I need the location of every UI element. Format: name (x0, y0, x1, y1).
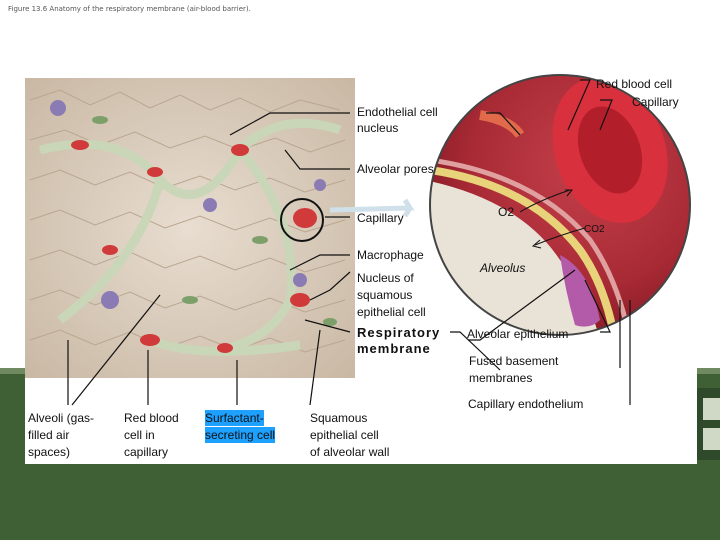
label-alveoli-3: spaces) (28, 445, 71, 459)
label-fused-2: membranes (469, 371, 533, 385)
label-alveoli-2: filled air (28, 428, 70, 442)
label-macrophage: Macrophage (357, 248, 424, 262)
capillary-highlight (280, 198, 324, 242)
label-squamous-3: of alveolar wall (310, 445, 390, 459)
label-capillary: Capillary (357, 211, 404, 225)
label-rbc-capillary-2: cell in (124, 428, 155, 442)
label-co2: CO2 (584, 224, 605, 235)
label-red-blood-cell: Red blood cell (596, 77, 673, 91)
red-blood-cells (71, 140, 317, 353)
zoom-arrow (329, 198, 415, 218)
label-membrane: membrane (357, 341, 431, 356)
label-rbc-capillary-1: Red blood (124, 411, 179, 425)
label-nucleus-2: squamous (357, 288, 413, 302)
label-endothelial-2: nucleus (357, 121, 399, 135)
label-alveolar-epithelium: Alveolar epithelium (467, 327, 569, 341)
label-o2: O2 (498, 205, 515, 219)
gas-exchange-arrows (519, 189, 586, 249)
decoration-block (703, 398, 720, 420)
label-alveolar-pores: Alveolar pores (357, 162, 434, 176)
label-surfactant-2: secreting cell (205, 427, 276, 443)
zoom-circle (429, 74, 691, 336)
label-respiratory: Respiratory (357, 325, 441, 340)
leader-lines (67, 79, 631, 406)
capillary-network (38, 118, 342, 356)
label-alveoli-1: Alveoli (gas- (28, 411, 95, 425)
squamous-nuclei (92, 116, 337, 326)
label-squamous-1: Squamous (310, 411, 368, 425)
label-capillary-top: Capillary (632, 95, 679, 109)
decoration-block (703, 428, 720, 450)
label-surfactant-1: Surfactant- (205, 410, 264, 426)
label-nucleus-1: Nucleus of (357, 271, 414, 285)
alveolar-tissue (25, 78, 355, 378)
label-alveolus: Alveolus (480, 261, 526, 275)
label-rbc-capillary-3: capillary (124, 445, 169, 459)
macrophages (50, 100, 326, 309)
label-capillary-endothelium: Capillary endothelium (468, 397, 584, 411)
label-nucleus-3: epithelial cell (357, 305, 426, 319)
corner-decoration (697, 388, 720, 460)
label-endothelial-1: Endothelial cell (357, 105, 438, 119)
label-fused-1: Fused basement (469, 354, 559, 368)
figure-caption: Figure 13.6 Anatomy of the respiratory m… (8, 5, 251, 13)
label-squamous-2: epithelial cell (310, 428, 379, 442)
